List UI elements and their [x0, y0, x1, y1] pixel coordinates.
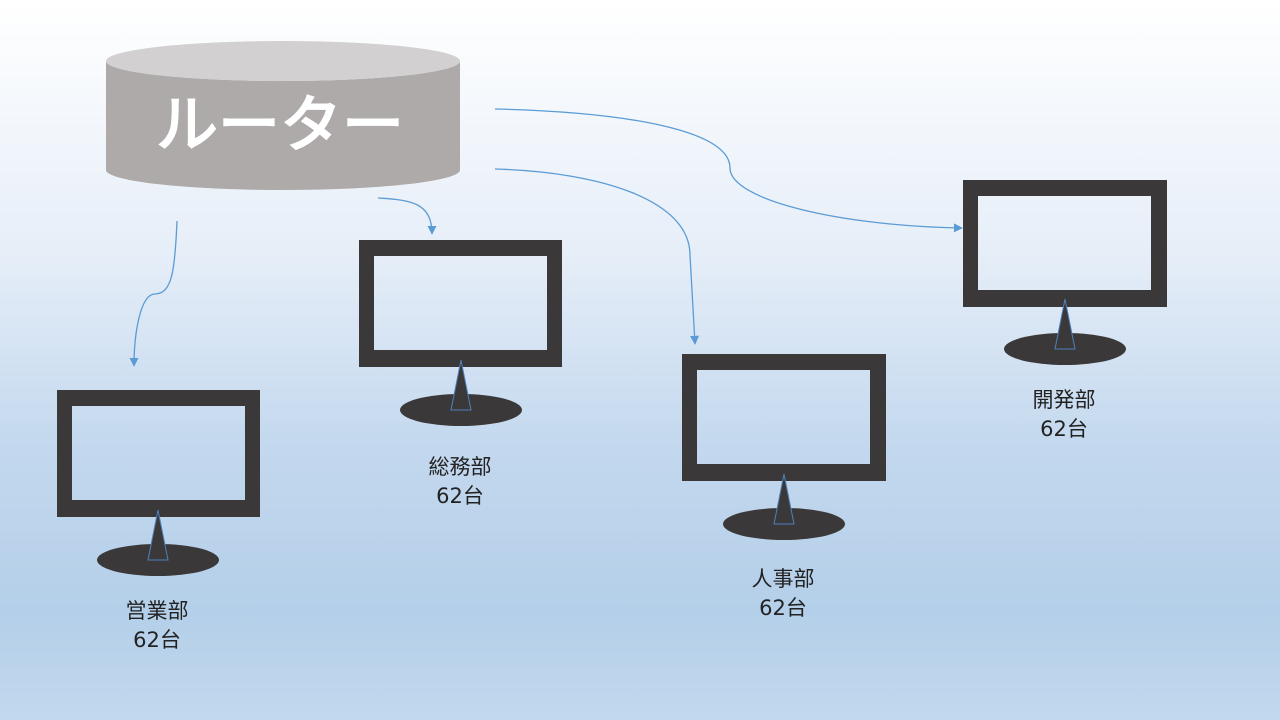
connector-arrow-development [494, 108, 963, 233]
monitor-stand [1054, 298, 1076, 350]
department-name: 総務部 [428, 455, 492, 479]
monitor-general-affairs[interactable] [359, 240, 562, 426]
router-cylinder-body [106, 61, 460, 190]
department-count: 62台 [759, 596, 807, 620]
monitor-stand [450, 359, 472, 411]
department-name: 人事部 [751, 567, 815, 591]
connector-arrow-general-affairs [377, 197, 437, 235]
monitor-frame [57, 390, 260, 517]
monitor-hr[interactable] [682, 354, 886, 540]
department-count: 62台 [436, 484, 484, 508]
monitor-frame [359, 240, 562, 367]
connectors [129, 108, 963, 367]
monitor-stand [773, 473, 795, 525]
department-count: 62台 [1040, 417, 1088, 441]
monitor-sales[interactable] [57, 390, 260, 576]
router-cylinder-top [106, 41, 460, 81]
monitor-frame [682, 354, 886, 481]
department-label-development: 開発部 62台 [964, 386, 1164, 444]
router-label: ルーター [156, 88, 404, 161]
monitor-frame [963, 180, 1167, 307]
connector-arrow-sales [129, 220, 178, 367]
department-label-general-affairs: 総務部 62台 [360, 453, 560, 511]
department-label-hr: 人事部 62台 [683, 565, 883, 623]
monitor-development[interactable] [963, 180, 1167, 365]
department-name: 開発部 [1032, 388, 1096, 412]
connector-arrow-hr [494, 168, 700, 345]
department-name: 営業部 [125, 599, 189, 623]
department-label-sales: 営業部 62台 [57, 597, 257, 655]
router-node[interactable]: ルーター [106, 41, 460, 190]
monitor-stand [147, 509, 169, 561]
department-count: 62台 [133, 628, 181, 652]
